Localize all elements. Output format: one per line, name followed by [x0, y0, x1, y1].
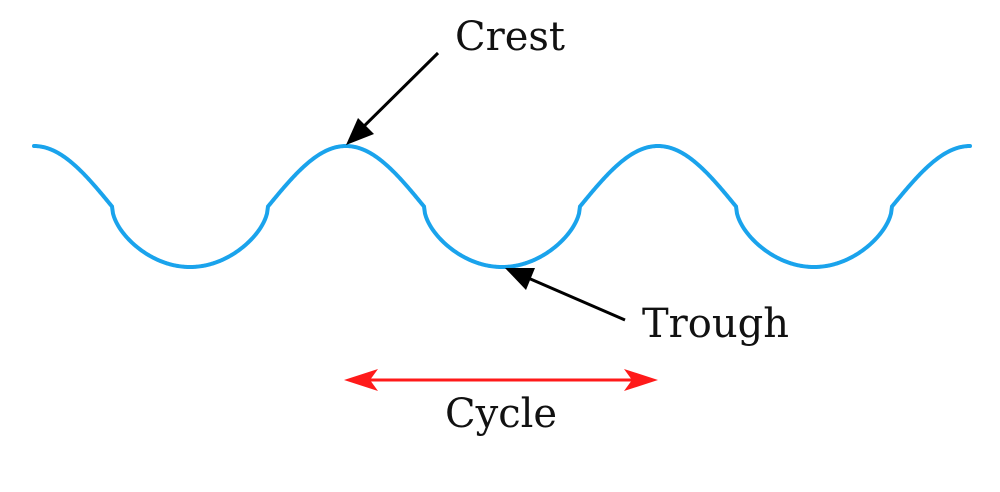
crest-arrow	[346, 51, 440, 145]
trough-label: Trough	[642, 301, 789, 347]
cycle-arrow	[344, 369, 658, 391]
crest-label: Crest	[455, 14, 565, 60]
trough-arrow	[505, 268, 626, 322]
cycle-label: Cycle	[445, 391, 557, 437]
wave-curve	[32, 143, 972, 270]
